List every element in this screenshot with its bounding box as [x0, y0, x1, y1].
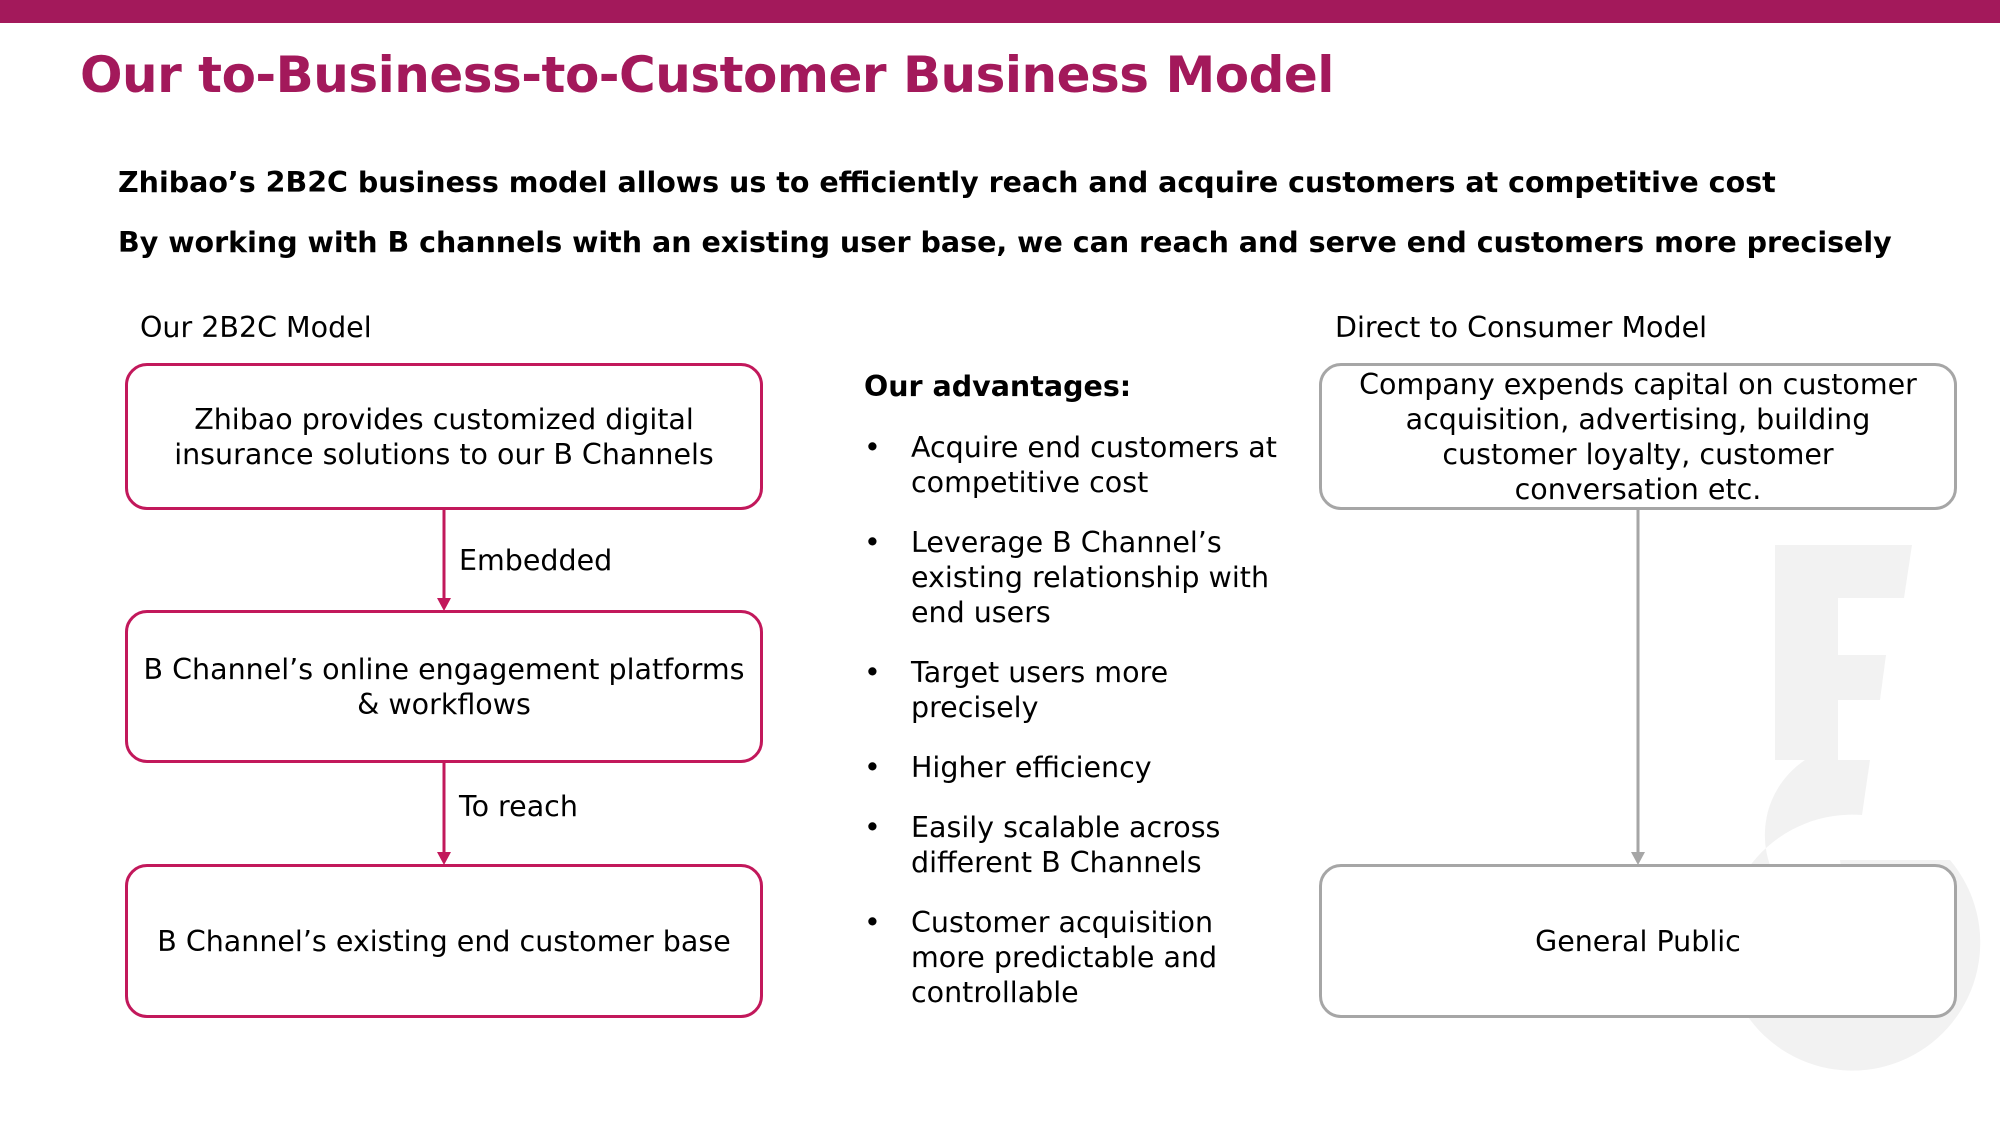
box-general-public-text: General Public: [1535, 924, 1741, 958]
label-direct-model: Direct to Consumer Model: [1335, 311, 1708, 344]
box-general-public: General Public: [1319, 864, 1957, 1018]
arrow-label-to-reach: To reach: [459, 790, 578, 823]
advantages-list: • Acquire end customers at competitive co…: [864, 430, 1284, 1035]
box-b-channel-platforms: B Channel’s online engagement platforms …: [125, 610, 763, 763]
bullet-icon: •: [864, 811, 881, 844]
advantage-item: • Higher efficiency: [864, 750, 1284, 785]
arrowhead-direct: [1631, 852, 1645, 865]
box-company-expends-capital-text: Company expends capital on customer acqu…: [1359, 367, 1917, 506]
headline-precision: By working with B channels with an exist…: [118, 226, 1892, 259]
box-zhibao-solutions: Zhibao provides customized digital insur…: [125, 363, 763, 510]
advantage-text: Easily scalable across different B Chann…: [911, 811, 1221, 879]
bullet-icon: •: [864, 431, 881, 464]
box-zhibao-solutions-text: Zhibao provides customized digital insur…: [174, 402, 714, 471]
box-b-channel-platforms-text: B Channel’s online engagement platforms …: [143, 652, 745, 721]
advantage-item: • Acquire end customers at competitive co…: [864, 430, 1284, 500]
advantage-text: Higher efficiency: [911, 751, 1152, 784]
advantages-title: Our advantages:: [864, 370, 1132, 403]
bullet-icon: •: [864, 526, 881, 559]
box-end-customer-base-text: B Channel’s existing end customer base: [157, 924, 731, 958]
arrow-label-embedded: Embedded: [459, 544, 613, 577]
advantage-text: Customer acquisition more predictable an…: [911, 906, 1218, 1009]
advantage-item: • Easily scalable across different B Chan…: [864, 810, 1284, 880]
bullet-icon: •: [864, 656, 881, 689]
advantage-item: • Customer acquisition more predictable a…: [864, 905, 1284, 1010]
top-accent-bar: [0, 0, 2000, 23]
arrowhead-embedded: [437, 598, 451, 611]
advantage-text: Target users more precisely: [911, 656, 1169, 724]
bullet-icon: •: [864, 751, 881, 784]
page-title: Our to-Business-to-Customer Business Mod…: [80, 46, 1334, 104]
label-2b2c-model: Our 2B2C Model: [140, 311, 372, 344]
advantage-text: Acquire end customers at competitive cos…: [911, 431, 1277, 499]
advantage-item: • Leverage B Channel’s existing relations…: [864, 525, 1284, 630]
headline-efficiency: Zhibao’s 2B2C business model allows us t…: [118, 166, 1776, 199]
box-company-expends-capital: Company expends capital on customer acqu…: [1319, 363, 1957, 510]
advantage-item: • Target users more precisely: [864, 655, 1284, 725]
box-end-customer-base: B Channel’s existing end customer base: [125, 864, 763, 1018]
arrowhead-to-reach: [437, 852, 451, 865]
advantage-text: Leverage B Channel’s existing relationsh…: [911, 526, 1270, 629]
bullet-icon: •: [864, 906, 881, 939]
